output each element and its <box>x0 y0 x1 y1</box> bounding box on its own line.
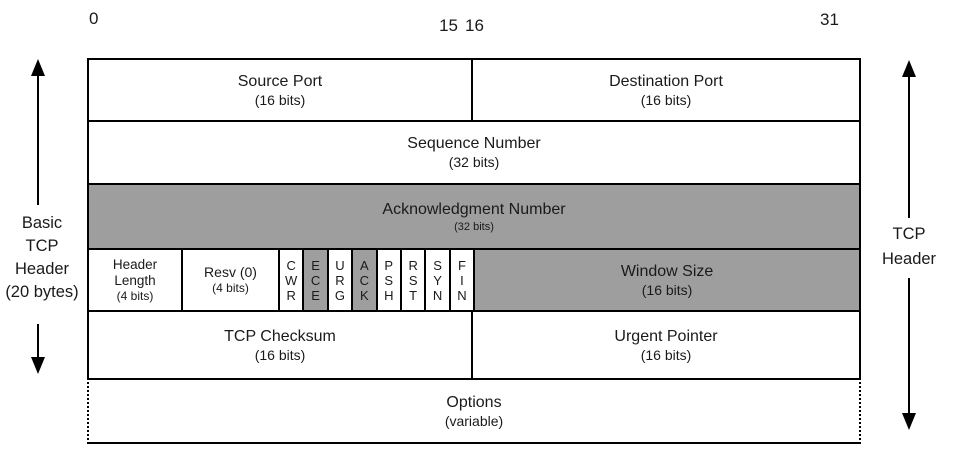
flag-psh: P S H <box>378 250 402 310</box>
flag-rst: R S T <box>402 250 427 310</box>
bit-label-15: 15 <box>439 16 458 35</box>
tcp-header-caption: TCP Header <box>881 225 937 268</box>
field-urgent-pointer: Urgent Pointer (16 bits) <box>473 312 859 378</box>
flag-letters: F I N <box>457 257 467 303</box>
bit-label-16: 16 <box>465 16 484 35</box>
field-size: (variable) <box>444 412 504 429</box>
field-title: Options <box>446 393 502 411</box>
field-reserved: Resv (0) (4 bits) <box>183 250 280 310</box>
bit-label-31: 31 <box>820 10 839 29</box>
flag-letters: A C K <box>359 257 370 303</box>
field-title: Destination Port <box>609 72 723 90</box>
field-size: (16 bits) <box>640 346 692 363</box>
field-size: (16 bits) <box>640 91 692 108</box>
row-checksum-urgent: TCP Checksum (16 bits) Urgent Pointer (1… <box>87 310 861 380</box>
field-options: Options (variable) <box>89 380 859 442</box>
field-size: (32 bits) <box>448 154 500 170</box>
bit-label-0: 0 <box>89 9 99 28</box>
field-title: TCP Checksum <box>224 327 336 345</box>
flag-fin: F I N <box>451 250 476 310</box>
flag-letters: U R G <box>334 257 346 303</box>
basic-header-caption: Basic TCP Header (20 bytes) <box>5 214 79 301</box>
row-flags: Header Length (4 bits) Resv (0) (4 bits)… <box>87 248 861 312</box>
flag-letters: E C E <box>310 257 321 303</box>
field-title: Header Length <box>112 256 158 288</box>
flag-cwr: C W R <box>280 250 305 310</box>
row-acknowledgment-number: Acknowledgment Number (32 bits) <box>87 183 861 250</box>
field-title: Urgent Pointer <box>614 327 718 345</box>
field-size: (16 bits) <box>254 91 306 108</box>
field-source-port: Source Port (16 bits) <box>89 60 473 120</box>
field-tcp-checksum: TCP Checksum (16 bits) <box>89 312 473 378</box>
field-title: Sequence Number <box>407 135 541 152</box>
right-up-arrow-icon <box>901 60 917 218</box>
field-size: (32 bits) <box>454 220 494 233</box>
flag-syn: S Y N <box>426 250 451 310</box>
field-header-length: Header Length (4 bits) <box>89 250 183 310</box>
field-size: (4 bits) <box>212 281 249 295</box>
left-up-arrow-icon <box>30 59 46 205</box>
row-sequence-number: Sequence Number (32 bits) <box>87 120 861 185</box>
right-down-arrow-icon <box>901 278 917 430</box>
field-title: Resv (0) <box>204 264 257 280</box>
field-sequence-number: Sequence Number (32 bits) <box>89 122 859 183</box>
flag-letters: S Y N <box>432 257 443 303</box>
flag-letters: P S H <box>384 257 394 303</box>
row-ports: Source Port (16 bits) Destination Port (… <box>87 58 861 122</box>
field-title: Source Port <box>237 72 323 90</box>
field-size: (16 bits) <box>254 346 306 363</box>
flag-ack: A C K <box>353 250 378 310</box>
field-size: (16 bits) <box>641 281 693 298</box>
left-down-arrow-icon <box>30 324 46 374</box>
flag-letters: C W R <box>285 257 298 303</box>
field-title: Acknowledgment Number <box>382 200 566 218</box>
field-acknowledgment-number: Acknowledgment Number (32 bits) <box>89 185 859 248</box>
row-options: Options (variable) <box>87 378 861 444</box>
field-window-size: Window Size (16 bits) <box>475 250 859 310</box>
field-title: Window Size <box>620 262 714 280</box>
field-size: (4 bits) <box>116 288 154 303</box>
flag-letters: R S T <box>408 257 418 303</box>
flag-urg: U R G <box>329 250 354 310</box>
flag-ece: E C E <box>304 250 329 310</box>
field-destination-port: Destination Port (16 bits) <box>473 60 859 120</box>
